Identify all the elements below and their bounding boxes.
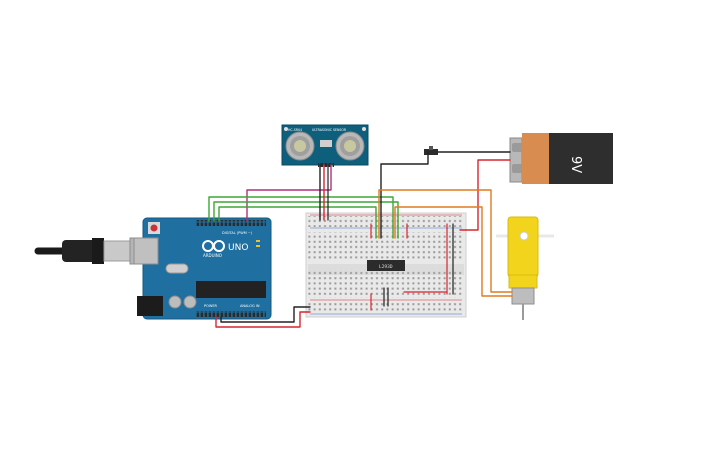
usb-port (133, 237, 159, 265)
dc-motor[interactable] (496, 216, 554, 320)
ultrasonic-sensor[interactable]: HC-SR04 ULTRASONIC SENSOR (281, 124, 369, 167)
microcontroller-chip (196, 281, 266, 298)
digital-header-label: DIGITAL (PWM ~) (222, 231, 253, 235)
sensor-pins[interactable] (318, 163, 334, 167)
wire-green-2 (213, 201, 399, 239)
uno-logo-text: UNO (228, 243, 248, 253)
wire-5v (215, 311, 311, 328)
wire-switch-black (380, 151, 429, 239)
wire-battery-red (459, 159, 511, 231)
battery-9v[interactable]: 9V (509, 133, 613, 184)
arduino-brand-text: ARDUINO (203, 253, 222, 258)
power-analog-header[interactable] (196, 311, 266, 317)
usb-cable (34, 237, 145, 265)
digital-header[interactable] (196, 220, 266, 226)
slide-switch[interactable] (424, 146, 438, 155)
terminal-strip-top[interactable] (308, 232, 464, 259)
wire-gnd (220, 306, 311, 323)
top-power-rail[interactable] (308, 216, 464, 227)
wire-green-3 (218, 206, 377, 239)
motor-driver-chip[interactable]: L293D (367, 260, 405, 271)
sensor-model-label: HC-SR04 (288, 128, 302, 132)
wire-motor-2 (394, 206, 513, 297)
bottom-power-rail[interactable] (308, 302, 464, 313)
wire-motor-1 (378, 189, 513, 293)
analog-header-label: ANALOG IN (240, 304, 260, 308)
arduino-uno-board[interactable]: UNO ARDUINO DIGITAL (PWM ~) POWER ANALOG… (133, 217, 272, 320)
sensor-title-label: ULTRASONIC SENSOR (312, 128, 347, 132)
power-header-label: POWER (204, 304, 218, 308)
battery-voltage-label: 9V (568, 156, 583, 173)
arduino-logo (202, 240, 225, 252)
terminal-strip-bottom[interactable] (308, 271, 464, 298)
wires (208, 151, 513, 328)
wire-trig (246, 164, 332, 222)
power-jack (137, 296, 163, 316)
wire-green-1 (208, 196, 394, 239)
motor-driver-chip-label: L293D (379, 264, 393, 270)
